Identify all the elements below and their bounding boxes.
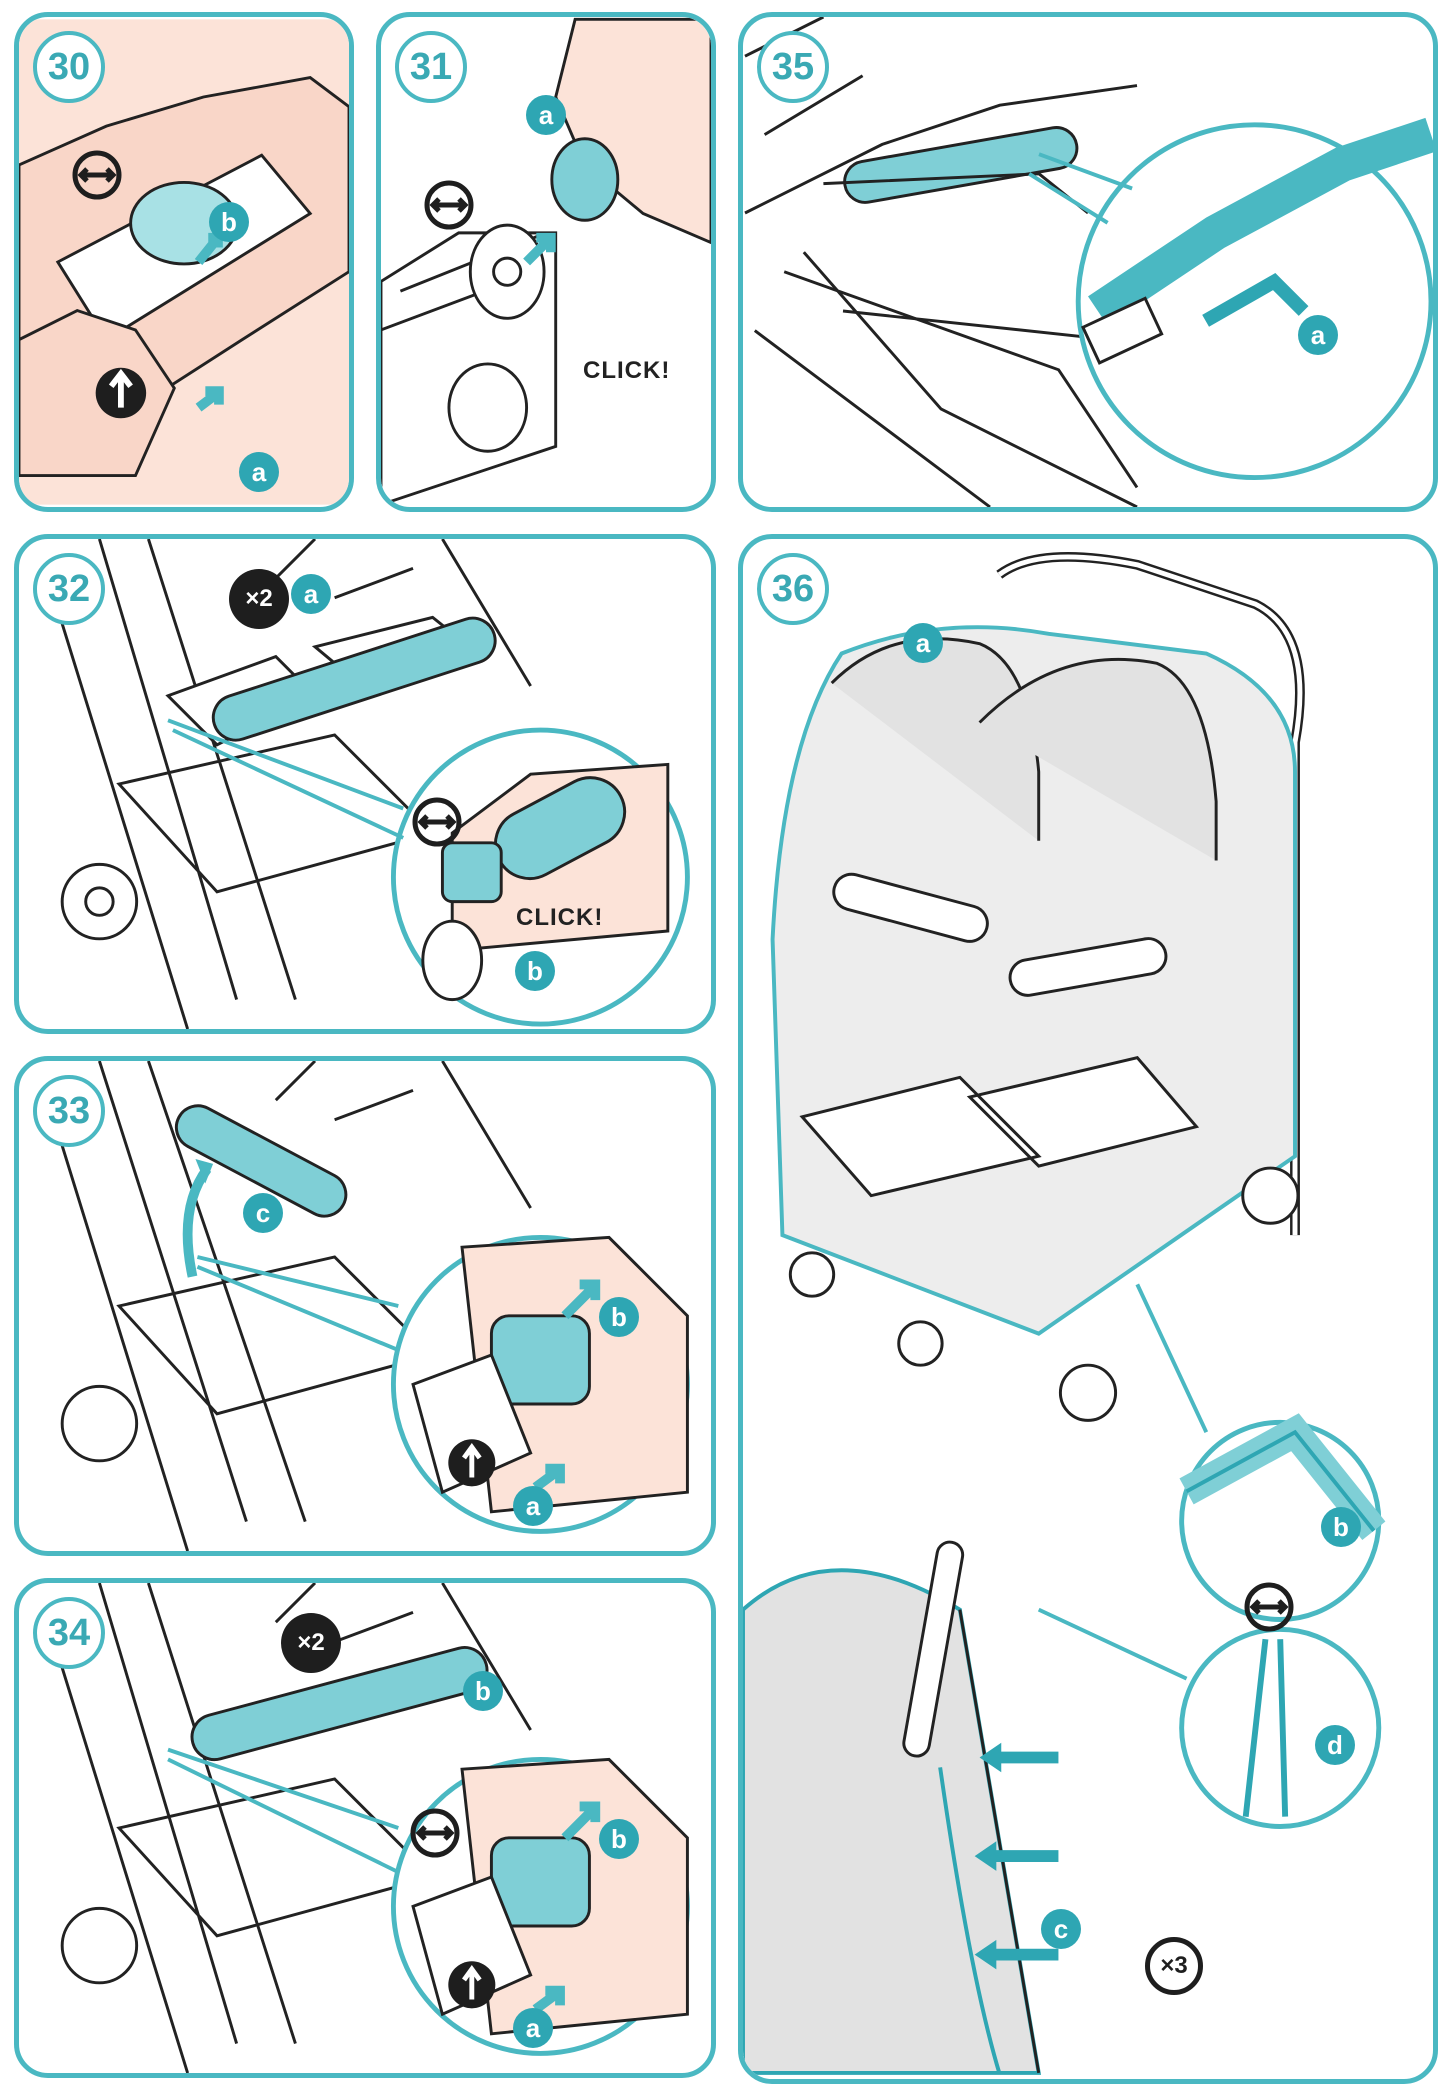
label-b: b [463,1671,503,1711]
label-c: c [1041,1909,1081,1949]
rotate-both-icon [407,1805,463,1861]
step-31-illustration [381,17,711,507]
label-b: b [515,951,555,991]
click-sound-text: CLICK! [583,357,671,384]
click-sound-text: CLICK! [516,904,604,931]
step-36-illustration [743,551,1386,2075]
label-a: a [239,452,279,492]
step-30-illustration [19,19,349,505]
step-30-panel: 30 b a [14,12,354,512]
step-36-panel: 36 a b d c ×3 [738,534,1438,2084]
rotate-both-icon [1241,1579,1297,1635]
label-b: b [599,1819,639,1859]
label-c: c [243,1193,283,1233]
step-number: 33 [33,1075,105,1147]
label-b: b [1321,1507,1361,1547]
label-a: a [1298,315,1338,355]
label-a: a [903,623,943,663]
repeat-icon: ×2 [229,569,289,629]
rotate-both-icon [421,177,477,233]
rotate-both-icon [69,147,125,203]
step-number: 30 [33,31,105,103]
repeat-icon: ×2 [281,1613,341,1673]
step-35-illustration [744,17,1433,507]
step-number: 31 [395,31,467,103]
step-32-panel: 32 ×2 a CLICK! b [14,534,716,1034]
label-a: a [291,574,331,614]
step-number: 34 [33,1597,105,1669]
step-number: 35 [757,31,829,103]
step-32-illustration [58,539,690,1029]
label-d: d [1315,1725,1355,1765]
label-a: a [526,95,566,135]
label-b: b [209,202,249,242]
label-a: a [513,2008,553,2048]
step-31-panel: 31 a CLICK! [376,12,716,512]
repeat-icon: ×3 [1145,1937,1203,1995]
step-34-illustration [58,1583,690,2073]
label-a: a [513,1486,553,1526]
step-number: 32 [33,553,105,625]
rotate-both-icon [409,794,465,850]
step-34-panel: 34 ×2 b b a [14,1578,716,2078]
step-number: 36 [757,553,829,625]
step-35-panel: 35 a [738,12,1438,512]
step-33-panel: 33 c b a [14,1056,716,1556]
label-b: b [599,1297,639,1337]
